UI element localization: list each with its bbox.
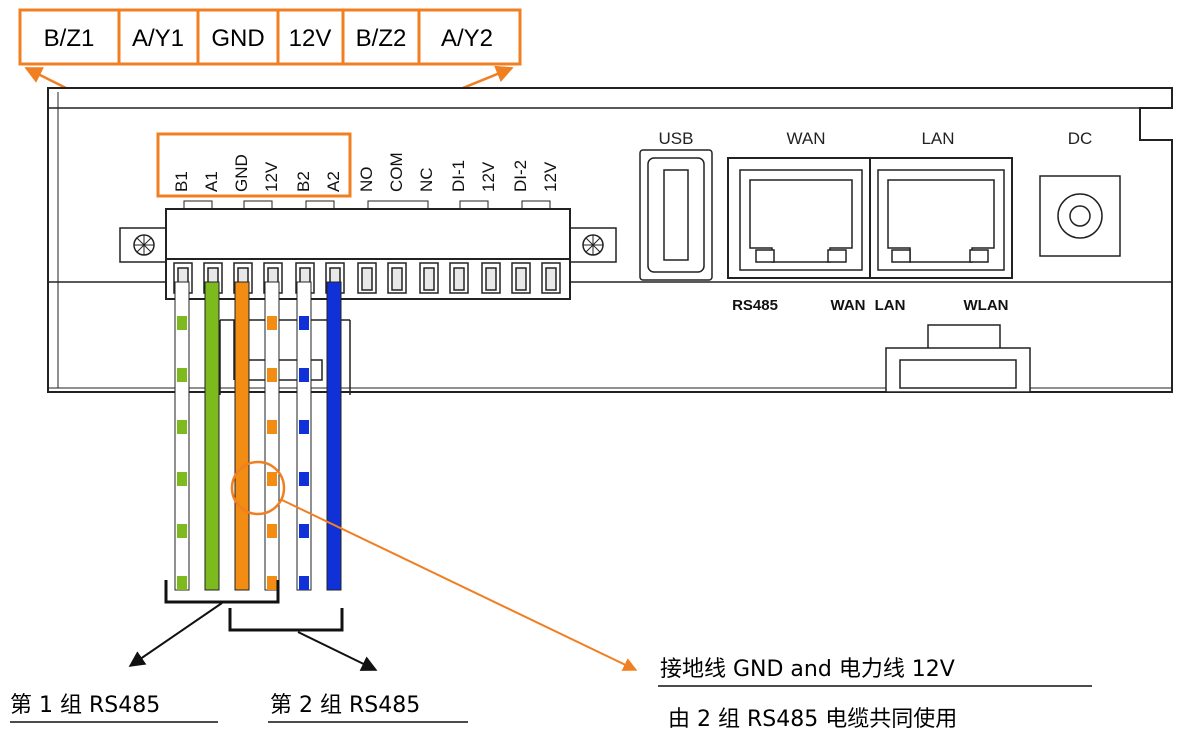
ethernet-ports: WAN LAN RS485 WAN LAN WLAN bbox=[727, 129, 1013, 314]
terminal-callout-box bbox=[18, 8, 522, 66]
terminal-label-bz1: B/Z1 bbox=[44, 25, 95, 52]
wire-12v-stripe bbox=[267, 576, 277, 590]
shared-caption-line1: 接地线 GND and 电力线 12V bbox=[660, 657, 955, 682]
lan-port-label: LAN bbox=[921, 129, 954, 148]
pin-label-no: NO bbox=[357, 167, 376, 193]
usb-label: USB bbox=[659, 129, 694, 148]
group1-arrow bbox=[128, 602, 223, 667]
terminal-label-gnd: GND bbox=[211, 25, 264, 52]
wire-b2-stripe bbox=[299, 420, 309, 434]
group2-caption: 第 2 组 RS485 bbox=[270, 693, 420, 718]
dc-label: DC bbox=[1068, 129, 1093, 148]
wire-gnd bbox=[234, 281, 250, 591]
shared-wire-pointer bbox=[281, 499, 638, 671]
led-label-rs485: RS485 bbox=[732, 297, 778, 314]
pin-label-nc: NC bbox=[417, 167, 436, 192]
wire-b1-stripe bbox=[177, 524, 187, 538]
wire-b2-stripe bbox=[299, 576, 309, 590]
wan-jack bbox=[739, 169, 863, 271]
bottom-latch bbox=[885, 324, 1031, 393]
pin-labels: B1 A1 GND 12V B2 A2 NO COM NC DI-1 12V D… bbox=[172, 152, 560, 192]
terminal-label-12v: 12V bbox=[289, 25, 332, 52]
wire-a2 bbox=[326, 281, 342, 591]
wire-b2-stripe bbox=[299, 524, 309, 538]
usb-port: USB bbox=[639, 129, 713, 281]
wire-bundle bbox=[174, 281, 342, 591]
pin-label-di1: DI-1 bbox=[449, 160, 468, 192]
pin-highlight-box bbox=[156, 132, 352, 198]
terminal-label-ay2: A/Y2 bbox=[441, 25, 493, 52]
wire-b2-stripe bbox=[299, 472, 309, 486]
group1-caption: 第 1 组 RS485 bbox=[10, 693, 160, 718]
led-label-wlan: WLAN bbox=[964, 297, 1009, 314]
wire-12v-stripe bbox=[267, 472, 277, 486]
shared-caption-line2: 由 2 组 RS485 电缆共同使用 bbox=[668, 707, 957, 732]
pin-label-12v-a: 12V bbox=[262, 161, 281, 192]
wire-12v-stripe bbox=[267, 316, 277, 330]
pin-label-b2: B2 bbox=[294, 171, 313, 192]
pin-label-12v-c: 12V bbox=[541, 161, 560, 192]
wire-b1-stripe bbox=[177, 316, 187, 330]
pin-label-com: COM bbox=[387, 152, 406, 192]
wire-12v-stripe bbox=[267, 420, 277, 434]
wire-12v-stripe bbox=[267, 524, 277, 538]
pin-label-b1: B1 bbox=[172, 171, 191, 192]
wire-b1-stripe bbox=[177, 420, 187, 434]
wire-b2-stripe bbox=[299, 368, 309, 382]
terminal-callout: B/Z1 A/Y1 GND 12V B/Z2 A/Y2 bbox=[18, 8, 522, 66]
dc-port: DC bbox=[1039, 129, 1121, 257]
terminal-block bbox=[119, 200, 617, 300]
group2-bracket bbox=[228, 608, 344, 632]
pin-label-di2: DI-2 bbox=[511, 160, 530, 192]
terminal-label-bz2: B/Z2 bbox=[356, 25, 407, 52]
pin-label-gnd: GND bbox=[232, 154, 251, 192]
terminal-label-ay1: A/Y1 bbox=[132, 25, 184, 52]
led-label-lan: LAN bbox=[875, 297, 906, 314]
pin-label-a1: A1 bbox=[202, 171, 221, 192]
led-label-wan: WAN bbox=[831, 297, 866, 314]
group2-arrow bbox=[297, 631, 378, 671]
left-mount-ear bbox=[119, 227, 169, 263]
group1-bracket bbox=[164, 580, 280, 604]
wire-b1-stripe bbox=[177, 472, 187, 486]
shared-wire-highlight bbox=[230, 460, 286, 516]
wire-b1-stripe bbox=[177, 368, 187, 382]
wan-port-label: WAN bbox=[786, 129, 825, 148]
pin-label-12v-b: 12V bbox=[479, 161, 498, 192]
wire-b1-stripe bbox=[177, 576, 187, 590]
pin-label-a2: A2 bbox=[324, 171, 343, 192]
wire-12v-stripe bbox=[267, 368, 277, 382]
wire-a1 bbox=[204, 281, 220, 591]
lan-jack bbox=[877, 169, 1005, 271]
wire-b2-stripe bbox=[299, 316, 309, 330]
